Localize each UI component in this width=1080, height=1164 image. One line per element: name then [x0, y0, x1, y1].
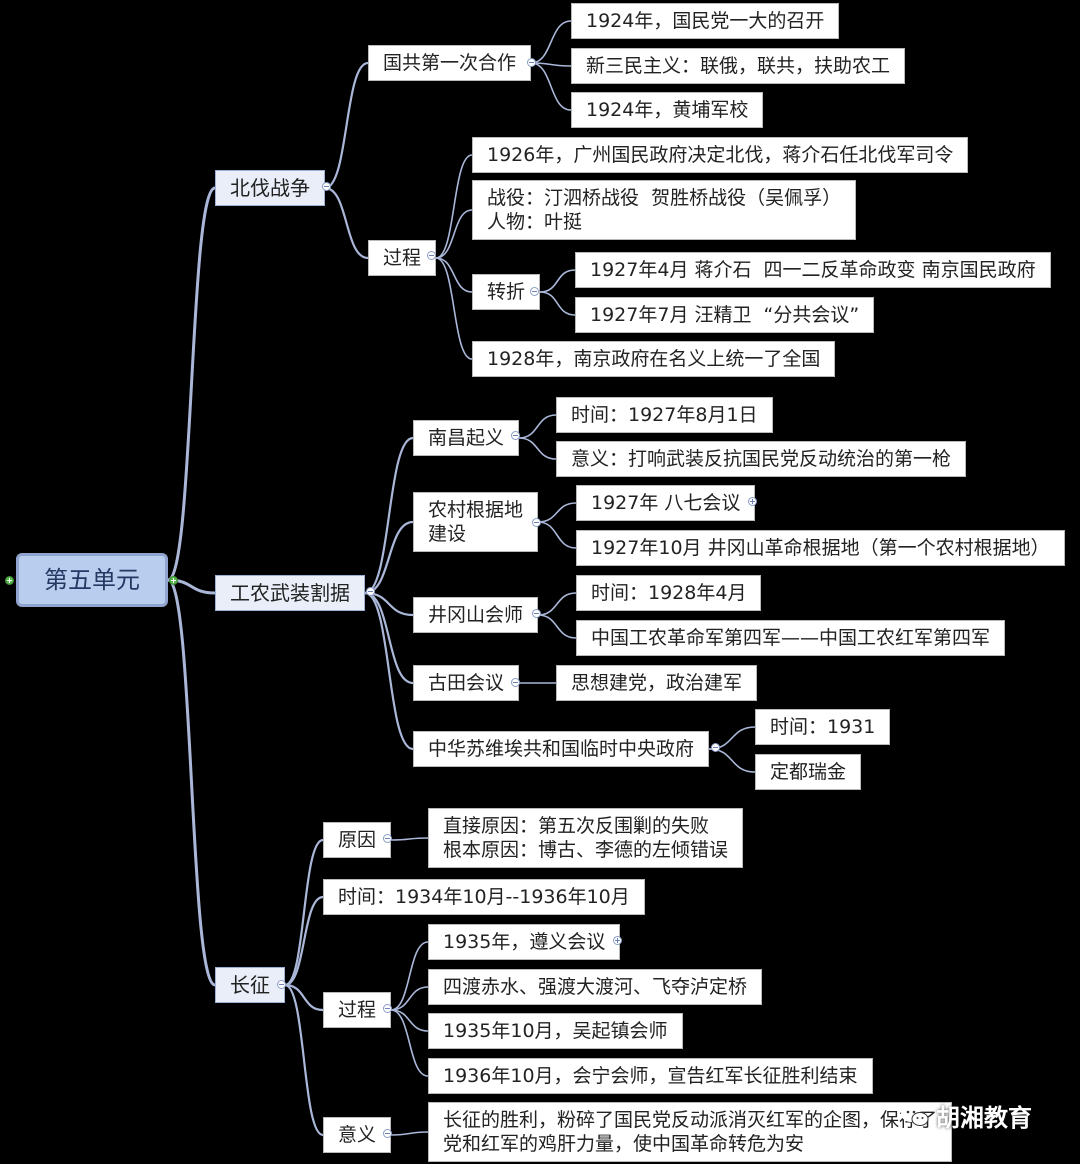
leaf-causes-detail[interactable]: 直接原因：第五次反围剿的失败 根本原因：博古、李德的左倾错误	[428, 808, 744, 868]
leaf-long-march-time[interactable]: 时间：1934年10月--1936年10月	[323, 879, 645, 915]
leaf-nanchang-time[interactable]: 时间：1927年8月1日	[556, 397, 773, 433]
topic-causes[interactable]: 原因	[323, 822, 392, 858]
leaf-jinggangshan-base[interactable]: 1927年10月 井冈山革命根据地（第一个农村根据地）	[576, 530, 1065, 566]
collapse-icon[interactable]	[527, 58, 536, 67]
connector-line	[537, 592, 577, 616]
root-topic[interactable]: 第五单元	[16, 553, 168, 607]
leaf-soviet-time[interactable]: 时间：1931	[755, 709, 891, 745]
collapse-icon[interactable]	[366, 587, 375, 596]
leaf-junction-time[interactable]: 时间：1928年4月	[576, 575, 762, 611]
connector-line	[537, 502, 577, 523]
connector-line	[435, 154, 473, 259]
connector-line	[435, 209, 473, 259]
collapse-icon[interactable]	[532, 518, 541, 527]
connector-line	[364, 436, 414, 595]
leaf-1926-northern-expedition[interactable]: 1926年，广州国民政府决定北伐，蒋介石任北伐军司令	[472, 137, 969, 173]
topic-process[interactable]: 过程	[368, 240, 437, 276]
connector-line	[167, 578, 216, 987]
topic-first-kmt-cpc-cooperation[interactable]: 国共第一次合作	[368, 45, 532, 81]
leaf-nanchang-significance[interactable]: 意义：打响武装反抗国民党反动统治的第一枪	[556, 441, 967, 477]
connector-line	[435, 257, 473, 360]
leaf-river-crossings[interactable]: 四渡赤水、强渡大渡河、飞夺泸定桥	[428, 969, 763, 1005]
expand-icon[interactable]	[748, 497, 757, 506]
topic-long-march[interactable]: 长征	[215, 967, 285, 1003]
leaf-1928-unification[interactable]: 1928年，南京政府在名义上统一了全国	[472, 341, 836, 377]
collapse-icon[interactable]	[383, 834, 392, 843]
leaf-gutian-principles[interactable]: 思想建党，政治建军	[556, 665, 758, 701]
connector-line	[284, 983, 324, 1137]
connector-line	[518, 437, 557, 460]
connector-line	[390, 986, 429, 1011]
topic-northern-expedition[interactable]: 北伐战争	[215, 170, 325, 206]
connector-line	[537, 521, 577, 549]
topic-soviet-republic-government[interactable]: 中华苏维埃共和国临时中央政府	[413, 731, 710, 767]
connector-line	[435, 257, 473, 293]
topic-jinggangshan-junction[interactable]: 井冈山会师	[413, 597, 539, 633]
leaf-zunyi-conference[interactable]: 1935年，遵义会议	[428, 924, 621, 960]
connector-line	[364, 520, 414, 595]
connector-line	[390, 837, 429, 841]
connector-line	[539, 291, 576, 316]
leaf-april-1927-coup[interactable]: 1927年4月 蒋介石 四一二反革命政变 南京国民政府	[575, 252, 1051, 288]
topic-rural-base-building[interactable]: 农村根据地 建设	[413, 492, 539, 552]
connector-line	[390, 941, 429, 1011]
collapse-icon[interactable]	[383, 1129, 392, 1138]
collapse-icon[interactable]	[322, 182, 331, 191]
expand-left-icon[interactable]	[5, 576, 14, 585]
collapse-icon[interactable]	[532, 609, 541, 618]
topic-turning-point[interactable]: 转折	[472, 274, 541, 310]
connector-line	[390, 1009, 429, 1032]
leaf-fourth-red-army[interactable]: 中国工农革命军第四军——中国工农红军第四军	[576, 620, 1006, 656]
leaf-huining-junction[interactable]: 1936年10月，会宁会师，宣告红军长征胜利结束	[428, 1058, 873, 1094]
collapse-icon[interactable]	[427, 251, 436, 260]
leaf-1924-kmt-congress[interactable]: 1924年，国民党一大的召开	[571, 3, 840, 39]
topic-march-process[interactable]: 过程	[323, 992, 392, 1028]
connector-line	[364, 591, 414, 751]
connector-line	[518, 414, 557, 439]
topic-gutian-conference[interactable]: 古田会议	[413, 665, 520, 701]
connector-line	[539, 269, 576, 293]
watermark: 胡湘教育	[900, 1098, 1032, 1133]
connector-line	[708, 748, 756, 773]
connector-line	[390, 1009, 429, 1077]
collapse-icon[interactable]	[511, 431, 520, 440]
leaf-significance-detail[interactable]: 长征的胜利，粉碎了国民党反动派消灭红军的企图，保存了 党和红军的鸡肝力量，使中国…	[428, 1102, 953, 1162]
connector-line	[530, 20, 572, 64]
connector-line	[284, 983, 324, 1012]
connector-line	[390, 1131, 429, 1136]
leaf-1924-whampoa[interactable]: 1924年，黄埔军校	[571, 92, 764, 128]
wechat-icon	[900, 1104, 930, 1128]
collapse-icon[interactable]	[383, 1004, 392, 1013]
collapse-icon[interactable]	[530, 287, 539, 296]
expand-right-icon[interactable]	[169, 576, 178, 585]
leaf-july-1927-wang-jingwei[interactable]: 1927年7月 汪精卫 “分共会议”	[575, 297, 875, 333]
connector-line	[537, 614, 577, 639]
topic-significance[interactable]: 意义	[323, 1117, 392, 1153]
collapse-icon[interactable]	[511, 678, 520, 687]
leaf-new-three-principles[interactable]: 新三民主义：联俄，联共，扶助农工	[571, 48, 906, 84]
connector-line	[324, 186, 369, 260]
connector-line	[284, 838, 324, 987]
watermark-text: 胡湘教育	[936, 1104, 1032, 1132]
collapse-icon[interactable]	[277, 980, 286, 989]
topic-armed-separatist-regime[interactable]: 工农武装割据	[215, 575, 365, 611]
collapse-icon[interactable]	[711, 743, 720, 752]
leaf-capital-ruijin[interactable]: 定都瑞金	[755, 754, 862, 790]
expand-icon[interactable]	[613, 936, 622, 945]
topic-nanchang-uprising[interactable]: 南昌起义	[413, 420, 520, 456]
connector-line	[530, 62, 572, 111]
leaf-august-seventh-meeting[interactable]: 1927年 八七会议	[576, 485, 756, 521]
leaf-wuqi-junction[interactable]: 1935年10月，吴起镇会师	[428, 1013, 683, 1049]
connector-line	[364, 591, 414, 685]
leaf-battles-and-figures[interactable]: 战役：汀泗桥战役 贺胜桥战役（吴佩孚） 人物：叶挺	[472, 180, 857, 240]
connector-line	[284, 895, 324, 987]
connector-line	[167, 186, 216, 582]
connector-line	[324, 61, 369, 190]
